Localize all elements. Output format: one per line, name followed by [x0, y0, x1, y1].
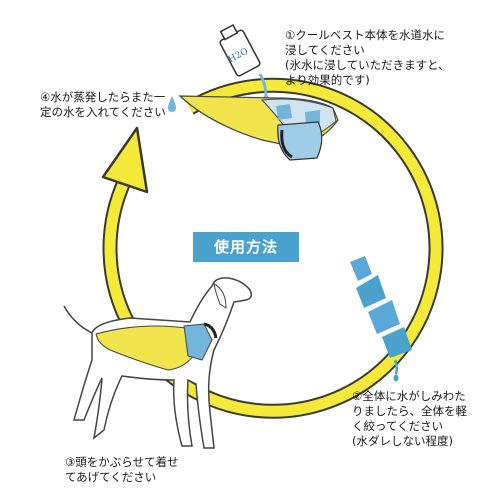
- step-4-text: ④水が蒸発したらまた一 定の水を入れてください: [40, 90, 166, 119]
- dog-icon: [63, 277, 253, 449]
- water-drop-icon: [168, 96, 176, 112]
- vest-icon: [178, 95, 339, 161]
- step-2-text: ②全体に水がしみわた りましたら、全体を軽 く絞ってください (水ダレしない程度…: [352, 389, 467, 448]
- step-1-text: ①クールベスト本体を水道水に 浸してください (氷水に浸していただきますと、 よ…: [285, 28, 450, 87]
- water-bottle-icon: H2O: [219, 23, 269, 103]
- arrow-head: [101, 126, 149, 194]
- usage-title-badge: 使用方法: [193, 232, 299, 262]
- wringing-vest-icon: [350, 256, 412, 382]
- step-3-text: ③頭をかぶらせて着せ てあげてください: [65, 455, 179, 484]
